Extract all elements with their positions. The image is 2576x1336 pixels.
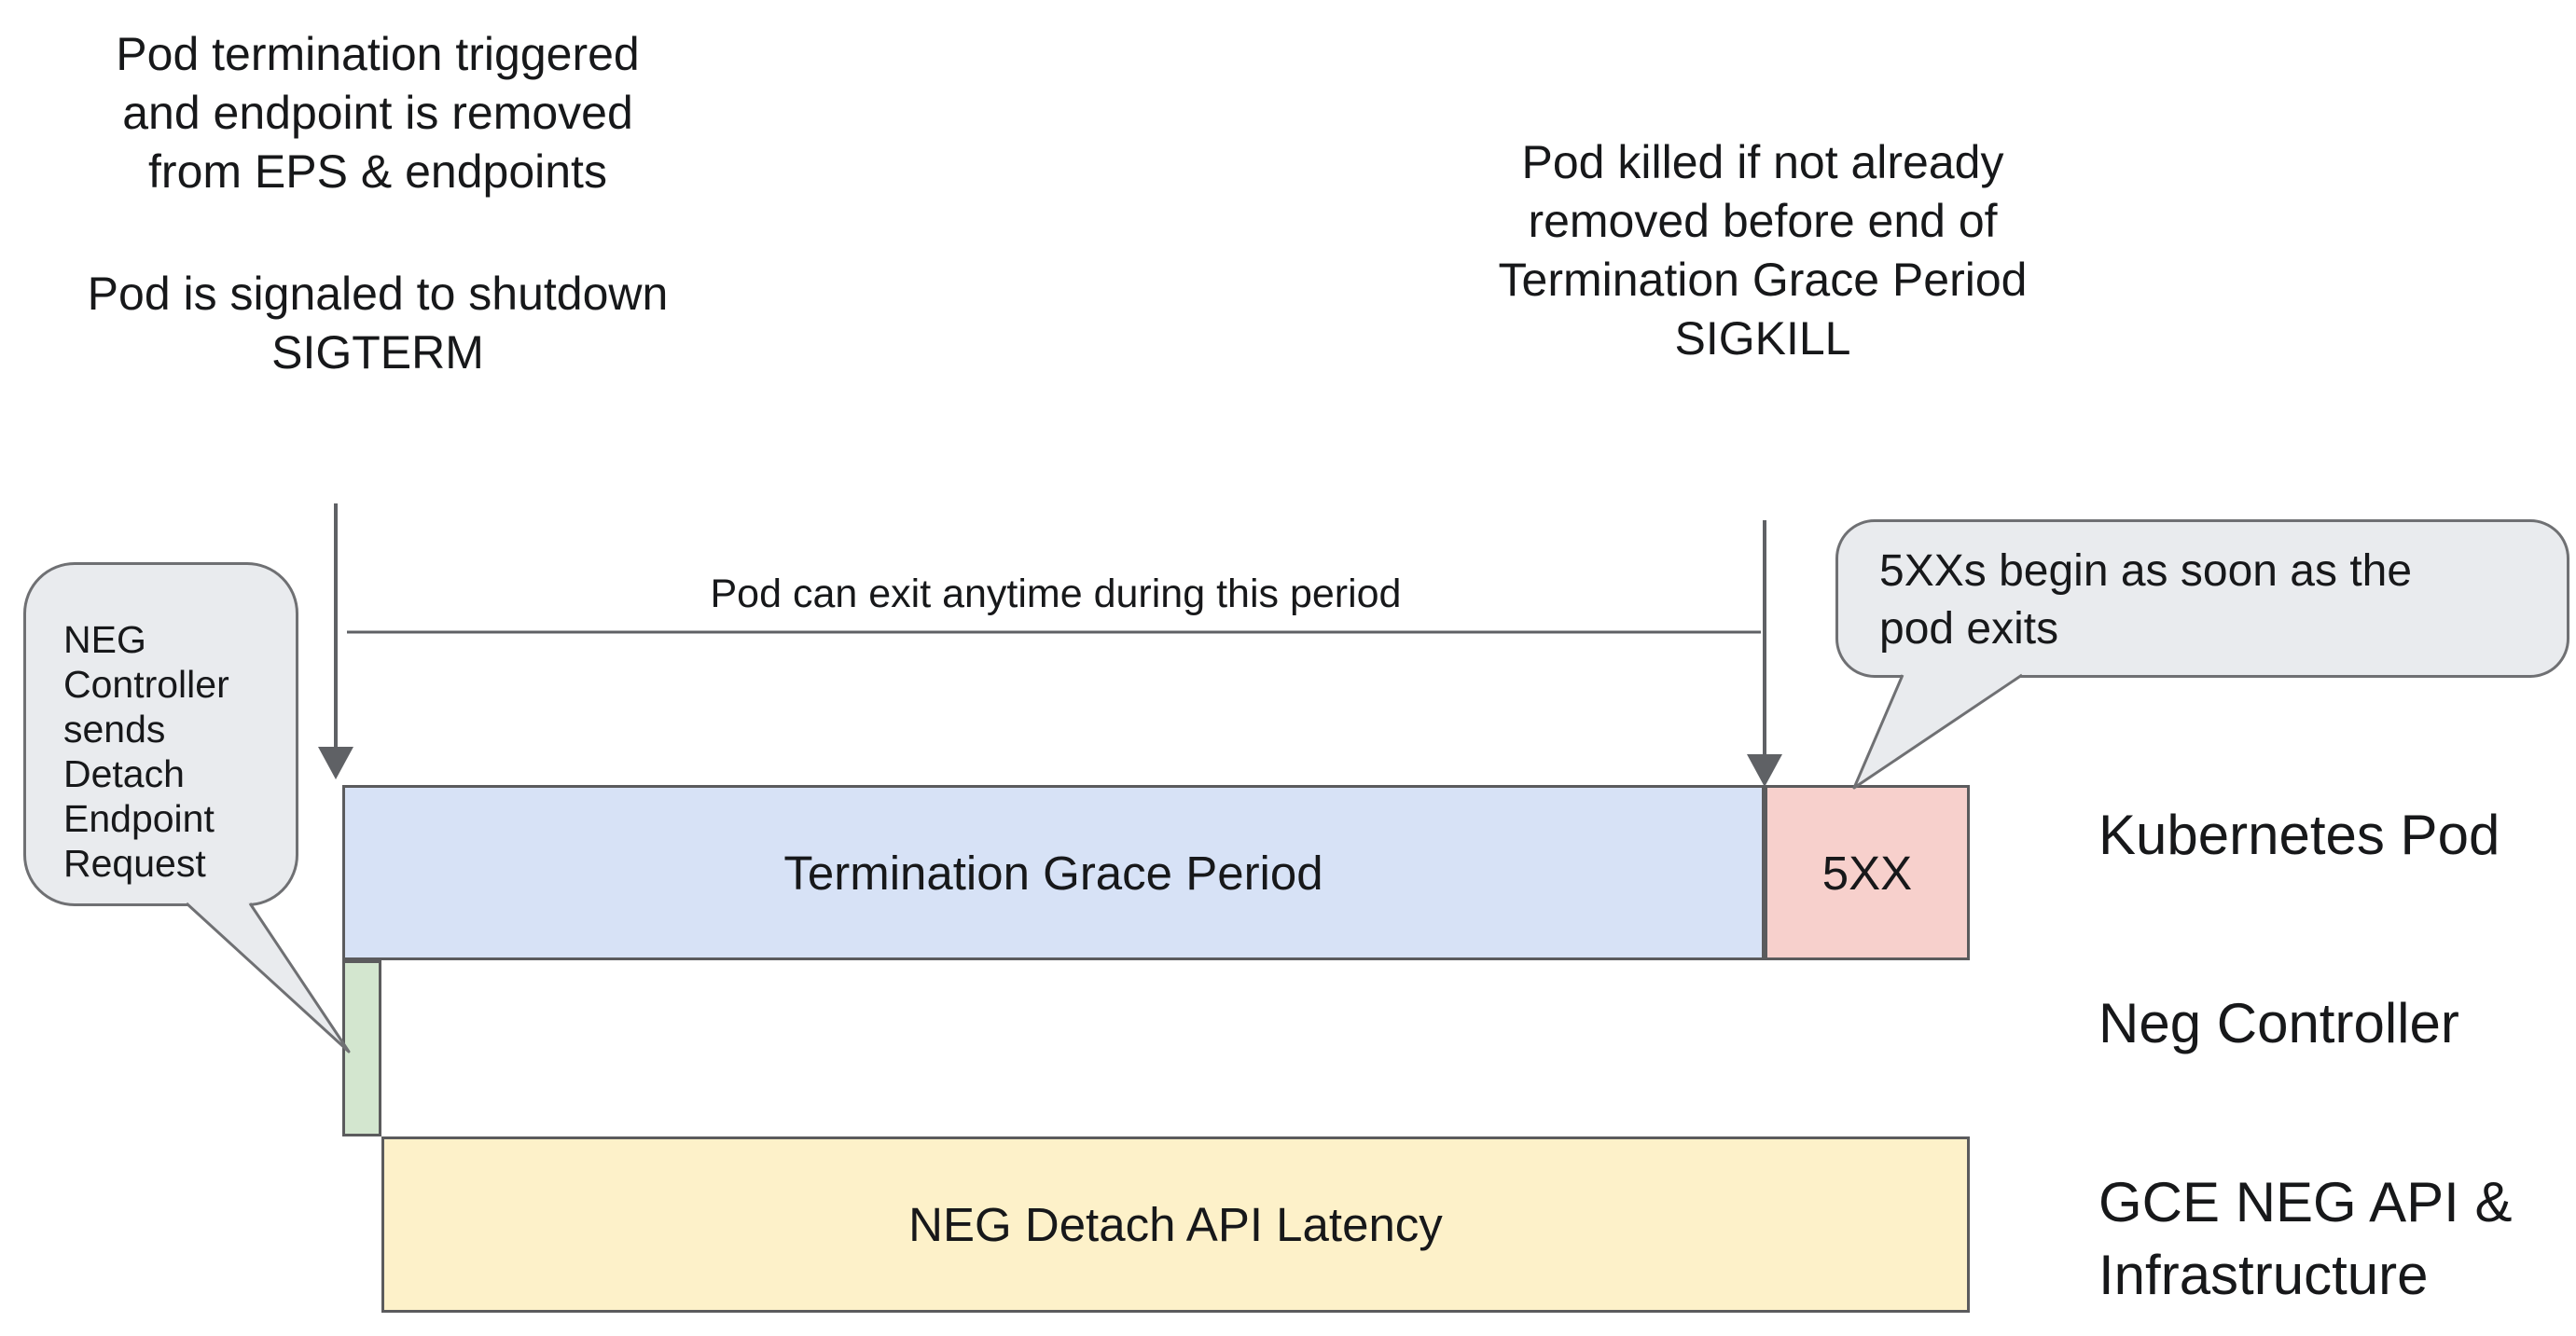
bar-5xx-label: 5XX <box>1821 846 1913 900</box>
bar-termination-grace-period: Termination Grace Period <box>342 785 1765 960</box>
bar-neg-detach-api-latency-label: NEG Detach API Latency <box>908 1198 1443 1251</box>
bar-termination-grace-period-label: Termination Grace Period <box>783 846 1323 900</box>
bar-neg-detach-api-latency: NEG Detach API Latency <box>381 1136 1970 1313</box>
lane-label-gce-neg-api: GCE NEG API & Infrastructure <box>2098 1171 2513 1306</box>
bar-5xx: 5XX <box>1765 785 1970 960</box>
annotation-pod-killed-sigkill: Pod killed if not already removed before… <box>1498 136 2028 365</box>
sigterm-arrowhead-icon <box>318 747 353 779</box>
annotation-pod-can-exit: Pod can exit anytime during this period <box>710 572 1402 616</box>
annotation-pod-termination: Pod termination triggered and endpoint i… <box>116 28 640 198</box>
bar-neg-detach-request <box>342 960 381 1136</box>
callout-neg-controller-tail <box>185 902 351 1054</box>
lane-label-neg-controller: Neg Controller <box>2098 992 2459 1054</box>
sigkill-arrowhead-icon <box>1747 754 1782 787</box>
annotation-pod-shutdown-sigterm: Pod is signaled to shutdown SIGTERM <box>87 268 669 379</box>
callout-neg-controller-detach: NEG Controller sends Detach Endpoint Req… <box>23 562 298 906</box>
callout-5xx-tail <box>1852 673 2023 790</box>
lane-label-kubernetes-pod: Kubernetes Pod <box>2098 804 2500 866</box>
callout-5xx-begin: 5XXs begin as soon as the pod exits <box>1835 519 2569 678</box>
